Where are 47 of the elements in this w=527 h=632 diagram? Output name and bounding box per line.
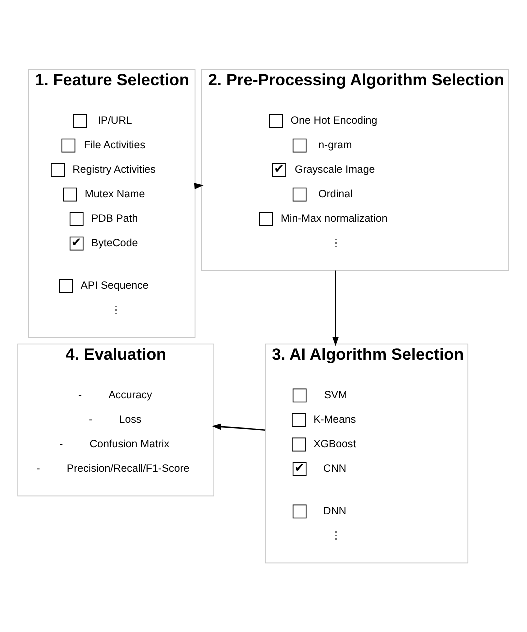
- node-box: [63, 187, 78, 202]
- node-box: [292, 504, 307, 518]
- node-label: -: [36, 462, 40, 475]
- node-text: Ordinal: [318, 188, 353, 200]
- node-box: [292, 187, 307, 202]
- node-text: Precision/Recall/F1-Score: [67, 462, 190, 475]
- arrow: [212, 423, 266, 431]
- node-text: ⋮: [111, 304, 122, 316]
- node-box: [259, 212, 274, 226]
- node-box: ✔: [272, 162, 286, 177]
- node-text: File Activities: [84, 139, 146, 152]
- node-text: IP/URL: [98, 114, 132, 127]
- node-label: -: [60, 438, 64, 450]
- node-box: [73, 114, 88, 128]
- node-box: [269, 114, 284, 128]
- node-text: DNN: [324, 505, 347, 518]
- node-box: ✔: [70, 236, 84, 250]
- node-text: Accuracy: [108, 389, 152, 402]
- node-text: API Sequence: [80, 280, 149, 292]
- node-text: ⋮: [330, 530, 342, 542]
- node-text: K-Means: [314, 414, 356, 426]
- node-box: [59, 278, 74, 293]
- node-label: -: [78, 389, 82, 402]
- node-text: n-gram: [318, 139, 352, 152]
- node-text: Registry Activities: [72, 164, 156, 176]
- node-label: -: [89, 414, 93, 426]
- node-box: [70, 212, 84, 226]
- node-box: [292, 437, 306, 452]
- node-text: Grayscale Image: [294, 164, 376, 176]
- node-box: [51, 162, 65, 177]
- node-box: [292, 388, 307, 402]
- node-box: [292, 138, 307, 152]
- node-text: Loss: [119, 414, 142, 426]
- node-text: PDB Path: [92, 212, 138, 225]
- arrow: [332, 270, 339, 346]
- node-text: One Hot Encoding: [290, 114, 378, 127]
- node-text: Mutex Name: [85, 188, 146, 200]
- node-text: ⋮: [330, 237, 342, 250]
- node-box: [292, 412, 306, 427]
- node-text: CNN: [324, 462, 347, 475]
- node-box: [62, 138, 76, 152]
- node-text: Confusion Matrix: [90, 438, 170, 450]
- node-text: Min-Max normalization: [281, 212, 388, 225]
- node-text: XGBoost: [314, 438, 356, 450]
- node-box: ✔: [292, 462, 307, 476]
- node-text: SVM: [324, 389, 348, 402]
- node-text: ByteCode: [92, 237, 138, 250]
